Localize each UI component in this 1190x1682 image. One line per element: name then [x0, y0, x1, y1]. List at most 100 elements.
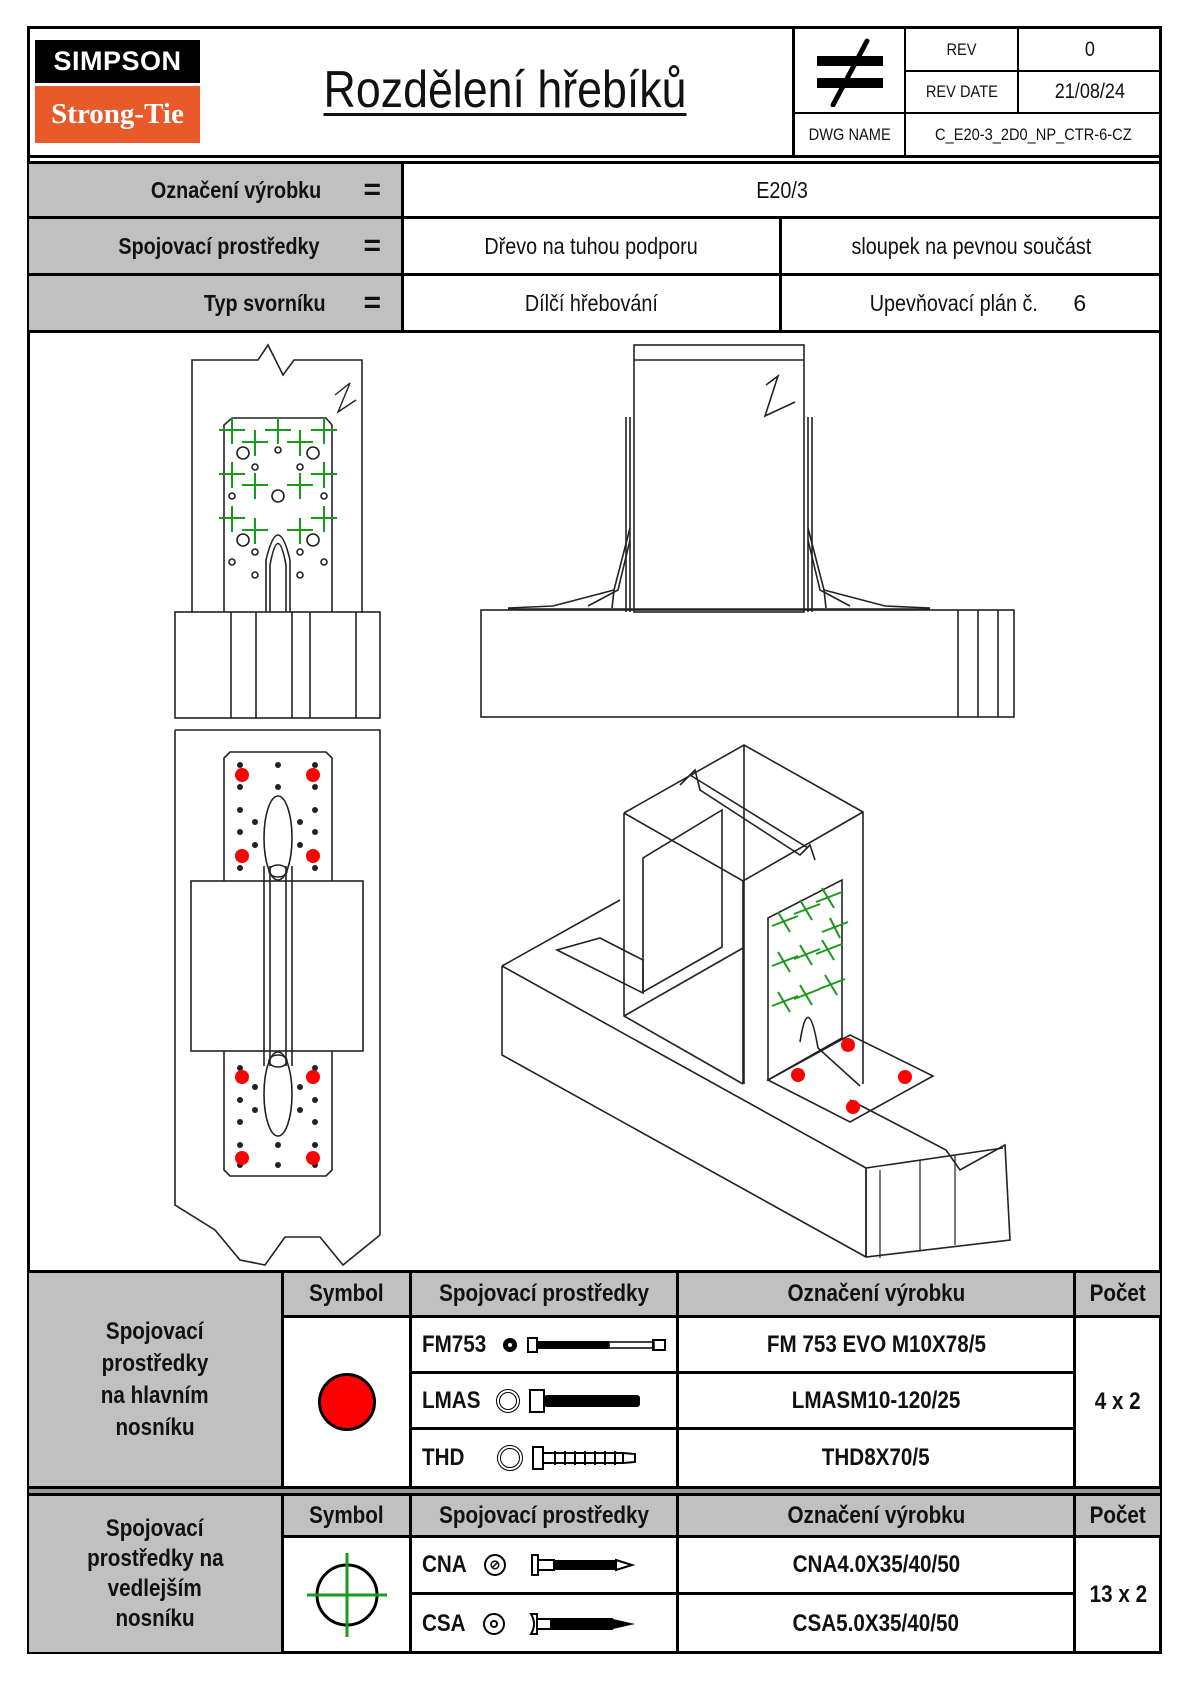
fastener-name: THD [422, 1444, 465, 1471]
info-label-text: Označení výrobku [151, 176, 322, 203]
equals-sign: = [363, 286, 381, 319]
fastener-name: CNA [422, 1551, 467, 1578]
dwg-name-label: DWG NAME [795, 114, 904, 155]
info-label-text: Spojovací prostředky [117, 232, 320, 259]
product-text: FM 753 EVO M10X78/5 [766, 1330, 986, 1358]
header-text: Označení výrobku [787, 1280, 965, 1307]
side-view-top [174, 343, 381, 719]
green-crosshair-icon [306, 1553, 387, 1637]
isometric-view [501, 744, 1011, 1258]
group-label-secondary: Spojovací prostředky na vedlejším nosník… [29, 1496, 284, 1652]
equals-sign: = [363, 229, 381, 262]
count-cell-secondary: 13 x 2 [1076, 1538, 1160, 1652]
dwg-name-label-text: DWG NAME [808, 124, 891, 144]
rev-value: 0 [1019, 29, 1160, 70]
product-cell: THD8X70/5 [679, 1430, 1076, 1486]
rev-label: REV [906, 29, 1017, 70]
header-text: Spojovací prostředky [439, 1280, 649, 1307]
red-anchor-markers [235, 768, 912, 1165]
logo-top-text: SIMPSON [53, 46, 182, 76]
info-value-product: E20/3 [404, 164, 1160, 219]
rev-date-value: 21/08/24 [1019, 72, 1160, 112]
rev-date-value-text: 21/08/24 [1054, 80, 1125, 103]
screw-anchor-icon [529, 1388, 640, 1413]
info-value-text: Upevňovací plán č. [869, 289, 1038, 316]
symbol-cell-secondary [284, 1538, 412, 1652]
divider [29, 1486, 1160, 1489]
count-text: 4 x 2 [1095, 1388, 1141, 1415]
hex-washer-icon [497, 1445, 524, 1471]
fastener-row-csa: CSA [412, 1595, 679, 1652]
group-line: vedlejším [107, 1575, 203, 1602]
product-text: LMASM10-120/25 [791, 1386, 961, 1414]
fastener-row-lmas: LMAS [412, 1374, 679, 1430]
side-holes [228, 446, 328, 579]
rev-label-text: REV [946, 39, 977, 59]
product-cell: CSA5.0X35/40/50 [679, 1595, 1076, 1652]
red-dot-icon [317, 1373, 376, 1431]
fastener-name: LMAS [422, 1386, 481, 1414]
info-value-fastening-left: Dřevo na tuhou podporu [404, 219, 782, 276]
info-value-text: Dílčí hřebování [524, 289, 659, 316]
header-text: Spojovací prostředky [439, 1501, 649, 1529]
info-value-nailing: Dílčí hřebování [404, 276, 782, 333]
product-cell: CNA4.0X35/40/50 [679, 1538, 1076, 1595]
info-label-type: Typ svorníku = [29, 276, 404, 333]
divider [792, 112, 1160, 114]
product-cell: LMASM10-120/25 [679, 1374, 1076, 1430]
logo-strong-tie: Strong-Tie [35, 86, 200, 143]
fastener-row-fm753: FM753 [412, 1318, 679, 1374]
count-cell-main: 4 x 2 [1076, 1318, 1160, 1486]
logo-simpson: SIMPSON [35, 40, 200, 83]
logo-bottom-text: Strong-Tie [51, 98, 184, 130]
info-value-text: sloupek na pevnou součást [851, 232, 1091, 259]
concrete-screw-icon [532, 1446, 637, 1470]
header-count: Počet [1076, 1273, 1160, 1318]
product-cell: FM 753 EVO M10X78/5 [679, 1318, 1076, 1374]
header-text: Symbol [309, 1501, 384, 1529]
front-view [480, 344, 1015, 718]
rev-value-text: 0 [1084, 37, 1095, 61]
product-text: CSA5.0X35/40/50 [792, 1609, 960, 1637]
nail-icon [531, 1554, 635, 1576]
group-line: nosníku [115, 1605, 195, 1632]
info-label-product: Označení výrobku = [29, 164, 404, 219]
product-text: THD8X70/5 [822, 1444, 930, 1471]
green-nail-markers [219, 418, 849, 1013]
header-text: Počet [1089, 1501, 1147, 1529]
info-value-fastening-right: sloupek na pevnou součást [782, 219, 1160, 276]
divider [904, 29, 906, 155]
page-title: Rozdělení hřebíků [220, 45, 790, 135]
header-product: Označení výrobku [679, 1496, 1076, 1538]
group-line: Spojovací [106, 1515, 204, 1542]
drawing-frame [27, 26, 1162, 1654]
dwg-name-value-text: C_E20-3_2D0_NP_CTR-6-CZ [934, 124, 1132, 144]
fastener-row-cna: CNA ⊘ [412, 1538, 679, 1595]
divider [29, 161, 1160, 164]
plan-holes [237, 762, 318, 1168]
info-value-text: Dřevo na tuhou podporu [484, 232, 699, 259]
rev-date-label: REV DATE [906, 72, 1017, 112]
symbol-cell-main [284, 1318, 412, 1486]
info-value-plan: Upevňovací plán č. 6 [782, 276, 1160, 333]
divider [29, 155, 1160, 158]
dwg-name-value: C_E20-3_2D0_NP_CTR-6-CZ [906, 114, 1160, 155]
screw-head-icon [482, 1612, 505, 1635]
header-fasteners: Spojovací prostředky [412, 1496, 679, 1538]
fastener-row-thd: THD [412, 1430, 679, 1486]
fastener-name: CSA [422, 1609, 466, 1637]
fastener-name: FM753 [422, 1330, 487, 1358]
header-count: Počet [1076, 1496, 1160, 1538]
plan-view [174, 729, 381, 1267]
washer-icon [502, 1337, 517, 1352]
divider [29, 1489, 1160, 1493]
info-label-text: Typ svorníku [203, 289, 326, 316]
hex-washer-icon [496, 1388, 520, 1413]
header-product: Označení výrobku [679, 1273, 1076, 1318]
group-line: nosníku [115, 1413, 195, 1441]
divider [29, 1493, 1160, 1496]
header-symbol: Symbol [284, 1496, 412, 1538]
divider [29, 1270, 1160, 1273]
group-label-main: Spojovací prostředky na hlavním nosníku [29, 1273, 284, 1486]
